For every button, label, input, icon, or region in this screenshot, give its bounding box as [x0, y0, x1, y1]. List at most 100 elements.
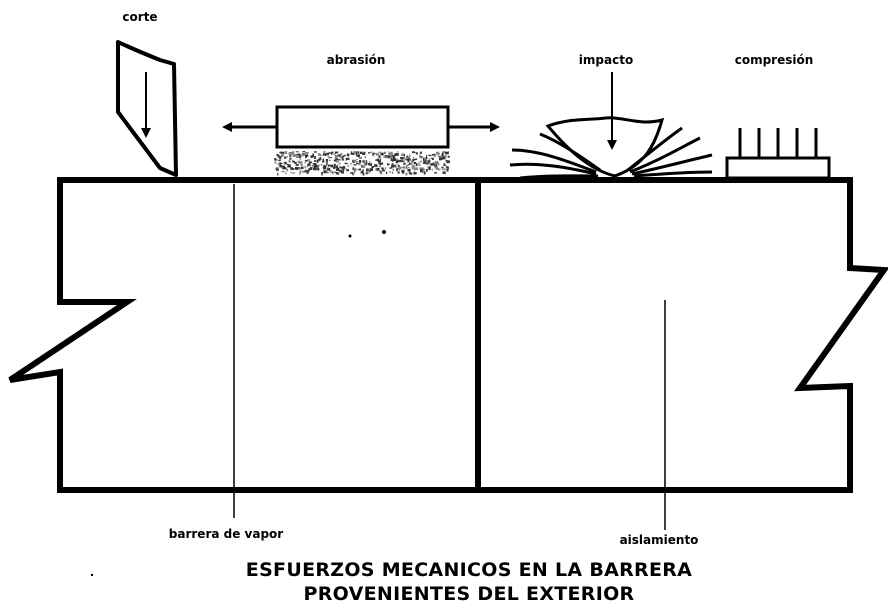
- title-line-2: PROVENIENTES DEL EXTERIOR: [304, 583, 635, 604]
- abrasion-grain: [442, 168, 446, 171]
- abrasion-grain: [285, 172, 287, 175]
- abrasion-grain: [334, 151, 339, 154]
- abrasion-grain: [432, 154, 435, 156]
- abrasion-grain: [295, 151, 299, 153]
- abrasion-grain: [403, 166, 406, 168]
- abrasion-grain: [387, 151, 389, 153]
- abrasion-grain: [428, 160, 431, 163]
- abrasion-grain: [407, 158, 411, 161]
- abrasion-grain: [391, 171, 394, 174]
- abrasion-grain: [289, 154, 292, 157]
- abrasion-grain: [444, 154, 447, 158]
- abrasion-grain: [359, 168, 362, 171]
- abrasion-grain: [288, 160, 290, 163]
- abrasion-grain: [301, 154, 304, 156]
- abrasion-grain: [447, 155, 450, 158]
- abrasion-grain: [357, 154, 360, 158]
- abrasion-grain: [283, 161, 287, 165]
- abrasion-grain: [352, 153, 355, 155]
- abrasion-grain: [309, 167, 313, 170]
- abrasion-grain: [274, 157, 277, 161]
- abrasion-grain: [351, 151, 353, 154]
- abrasion-grain: [312, 156, 316, 158]
- abrasion-grain: [425, 169, 428, 172]
- abrasion-grain: [428, 154, 432, 157]
- right-panel: [475, 177, 888, 493]
- abrasion-grain: [300, 164, 303, 166]
- abrasion-grain: [341, 170, 344, 174]
- abrasion-grain: [330, 171, 333, 174]
- abrasion-grain: [395, 153, 399, 156]
- abrasion-grain: [357, 169, 360, 171]
- abrasion-grain: [304, 170, 307, 173]
- abrasion-grain: [377, 159, 381, 162]
- abrasion-grain: [331, 171, 334, 175]
- abrasion-grain: [397, 151, 399, 153]
- abrasion-grain: [353, 151, 356, 153]
- abrasion-grain: [400, 157, 404, 159]
- abrasion-grain: [280, 162, 283, 164]
- abrasion-grain: [431, 158, 434, 160]
- abrasion-grain: [413, 172, 417, 175]
- abrasion-grain: [336, 172, 340, 175]
- abrasion-grain: [300, 167, 302, 170]
- abrasion-grain: [295, 155, 300, 158]
- abrasion-grain: [287, 165, 291, 168]
- impact-splash-icon: [509, 72, 713, 180]
- abrasion-grain: [392, 168, 395, 171]
- abrasion-grain: [365, 172, 367, 174]
- abrasion-grain: [287, 164, 291, 168]
- abrasion-grain: [417, 164, 422, 166]
- abrasion-grain: [423, 168, 425, 170]
- abrasion-grain: [297, 160, 301, 164]
- abrasion-grain: [365, 160, 368, 164]
- abrasion-grain: [323, 171, 327, 174]
- abrasion-grain: [276, 167, 279, 169]
- abrasion-grain: [433, 153, 437, 156]
- abrasion-grain: [279, 165, 283, 168]
- abrasion-grain: [294, 161, 297, 164]
- abrasion-grain: [354, 170, 356, 172]
- abrasion-grain: [323, 165, 326, 167]
- abrasion-grain: [298, 156, 302, 158]
- abrasion-grain: [409, 154, 411, 157]
- abrasion-grain: [289, 157, 292, 160]
- abrasion-grain: [306, 170, 310, 172]
- abrasion-grain: [342, 167, 346, 170]
- speck: [90, 573, 94, 577]
- abrasion-grain: [419, 160, 422, 163]
- abrasion-grain: [286, 155, 288, 158]
- abrasion-grain: [314, 160, 316, 163]
- abrasion-grain: [292, 153, 295, 156]
- abrasion-grain: [422, 170, 425, 174]
- abrasion-grain: [335, 165, 339, 168]
- abrasion-grain: [360, 171, 364, 174]
- label-impacto: impacto: [579, 53, 633, 67]
- abrasion-grain: [380, 152, 384, 156]
- abrasion-grain: [357, 151, 360, 154]
- abrasion-grain: [409, 171, 411, 174]
- abrasion-grain: [389, 153, 393, 157]
- abrasion-grain: [277, 154, 280, 158]
- abrasion-grain: [323, 170, 326, 172]
- abrasion-grain: [313, 163, 317, 166]
- abrasion-grain: [407, 164, 409, 166]
- abrasion-grain: [433, 165, 438, 167]
- abrasion-grain: [279, 163, 282, 166]
- abrasion-grain: [329, 171, 332, 173]
- abrasion-grain: [336, 168, 340, 171]
- abrasion-grain: [430, 163, 434, 166]
- abrasion-grain: [372, 152, 376, 155]
- abrasion-grain: [369, 170, 371, 173]
- abrasion-grain: [337, 154, 341, 157]
- abrasion-grain: [317, 168, 320, 171]
- abrasion-grain: [366, 168, 369, 172]
- abrasion-grain: [401, 153, 404, 156]
- abrasion-grain: [338, 159, 341, 161]
- abrasion-grain: [315, 164, 318, 168]
- abrasion-grain: [394, 158, 396, 161]
- abrasion-grain: [437, 168, 441, 171]
- abrasion-grain: [375, 159, 379, 161]
- abrasion-grain: [302, 151, 306, 153]
- abrasion-grain: [352, 172, 354, 176]
